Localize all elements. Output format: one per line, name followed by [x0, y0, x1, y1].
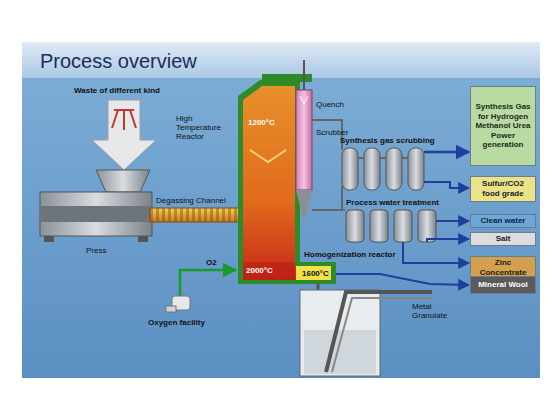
product-label: Metal Granulate [412, 302, 456, 320]
part-label: High Temperature Reactor [176, 114, 236, 142]
product-text: Salt [493, 234, 514, 244]
section-label: Process water treatment [346, 198, 439, 207]
output-box: Sulfur/CO2 food grade [470, 176, 536, 202]
part-label: Scrubber [316, 128, 348, 137]
temperature-label: 2000°C [246, 266, 273, 275]
temperature-label: 1600°C [302, 269, 329, 278]
gas-label: O2 [206, 258, 217, 267]
output-box: Mineral Wool [470, 276, 536, 294]
temperature-label: 1200°C [248, 118, 275, 127]
part-label: Quench [316, 100, 344, 109]
output-box: Salt [470, 232, 536, 246]
part-label: Oxygen facility [148, 318, 205, 327]
part-label: Degassing Channel [156, 196, 226, 205]
label-text: Waste of different kind [74, 86, 160, 95]
product-text: Sulfur/CO2 food grade [471, 179, 535, 198]
section-label: Synthesis gas scrubbing [340, 136, 435, 145]
part-label: Press [86, 246, 106, 255]
output-box: Clean water [470, 214, 536, 228]
product-text: Zinc Concentrate [471, 258, 535, 277]
product-text: Mineral Wool [475, 280, 531, 290]
output-box: Synthesis Gas for Hydrogen Methanol Urea… [470, 86, 536, 166]
slide-title: Process overview [40, 50, 197, 73]
part-label: Homogenization reactor [304, 250, 396, 259]
product-text: Synthesis Gas for Hydrogen Methanol Urea… [471, 102, 535, 150]
product-text: Clean water [478, 216, 529, 226]
